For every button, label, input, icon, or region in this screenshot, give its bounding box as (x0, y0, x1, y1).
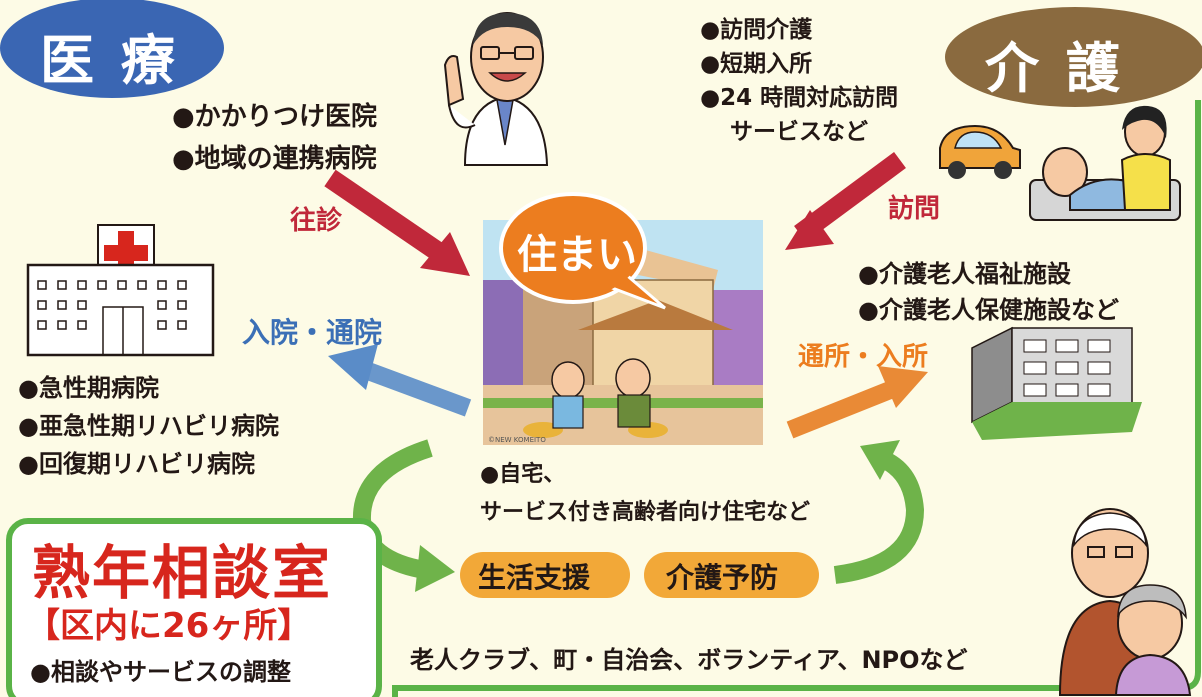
elderly-couple-icon (1058, 508, 1192, 696)
hospital-item-1: ●急性期病院 (18, 374, 159, 402)
care-prevention-label: 介護予防 (666, 561, 779, 594)
care-item-1: ●訪問介護 (700, 17, 813, 43)
home-bubble-label: 住まい (517, 232, 637, 278)
hospital-item-3: ●回復期リハビリ病院 (18, 450, 255, 478)
home-item-2: サービス付き高齢者向け住宅など (480, 500, 811, 525)
consultation-center-subtitle: 【区内に26ヶ所】 (26, 606, 312, 646)
hospital-visit-label: 入院・通院 (242, 316, 383, 349)
medical-item-2: ●地域の連携病院 (172, 144, 377, 174)
facility-item-1: ●介護老人福祉施設 (858, 260, 1071, 288)
care-item-4: サービスなど (730, 119, 868, 145)
house-call-label: 往診 (290, 206, 343, 236)
consultation-center-title: 熟年相談室 (32, 539, 333, 607)
care-badge-label: 介 護 (985, 37, 1124, 100)
visit-label: 訪問 (888, 194, 941, 224)
care-prevention-pill (644, 552, 819, 598)
care-badge-shape (945, 7, 1202, 107)
home-bubble (499, 192, 666, 310)
care-facility-icon (971, 326, 1142, 440)
medical-badge-shape (0, 0, 224, 98)
hospital-item-2: ●亜急性期リハビリ病院 (18, 412, 279, 440)
consultation-center-item: ●相談やサービスの調整 (30, 658, 291, 686)
life-support-label: 生活支援 (478, 561, 591, 594)
caregiver-patient-icon (1029, 105, 1181, 221)
doctor-icon (443, 12, 549, 166)
facility-item-2: ●介護老人保健施設など (858, 296, 1119, 324)
medical-badge-label: 医 療 (40, 29, 179, 92)
medical-item-1: ●かかりつけ医院 (172, 102, 377, 132)
life-support-pill (460, 552, 630, 598)
facility-label: 通所・入所 (798, 342, 929, 372)
hospital-icon (26, 224, 215, 357)
car-icon (939, 124, 1021, 179)
copyright-text: ©NEW KOMEITO (488, 436, 546, 444)
care-item-2: ●短期入所 (700, 51, 813, 77)
community-text: 老人クラブ、町・自治会、ボランティア、NPOなど (410, 646, 968, 674)
care-item-3: ●24 時間対応訪問 (700, 85, 899, 111)
consultation-center-box (6, 518, 382, 697)
home-item-1: ●自宅、 (480, 462, 566, 487)
